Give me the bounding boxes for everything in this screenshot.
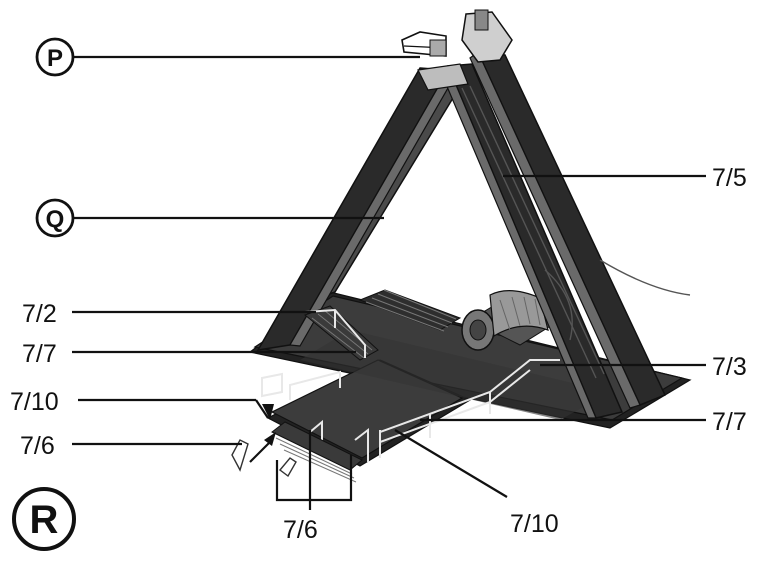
callout-Q-letter: Q	[46, 206, 65, 233]
a-frame	[256, 9, 691, 419]
loose-railing-parts	[231, 439, 297, 478]
motor-drum	[461, 290, 562, 351]
label-7-10-left: 7/10	[10, 388, 59, 416]
leader-lines	[72, 55, 706, 510]
label-7-3: 7/3	[712, 353, 747, 381]
callout-R-letter: R	[30, 498, 59, 542]
callout-P: P	[35, 37, 75, 77]
left-stairs	[304, 305, 379, 361]
front-stairs	[271, 421, 363, 483]
label-7-6-left: 7/6	[20, 432, 55, 460]
callout-Q: Q	[35, 198, 75, 238]
label-7-6-bottom: 7/6	[283, 516, 318, 544]
label-7-10-bottom: 7/10	[510, 510, 559, 538]
callout-P-letter: P	[47, 45, 63, 72]
front-railings	[261, 359, 560, 462]
callout-R: R	[12, 487, 76, 551]
label-7-2: 7/2	[22, 300, 57, 328]
label-7-7-right: 7/7	[712, 408, 747, 436]
label-7-7-left: 7/7	[22, 340, 57, 368]
rear-stairs	[358, 289, 462, 332]
label-7-5: 7/5	[712, 164, 747, 192]
